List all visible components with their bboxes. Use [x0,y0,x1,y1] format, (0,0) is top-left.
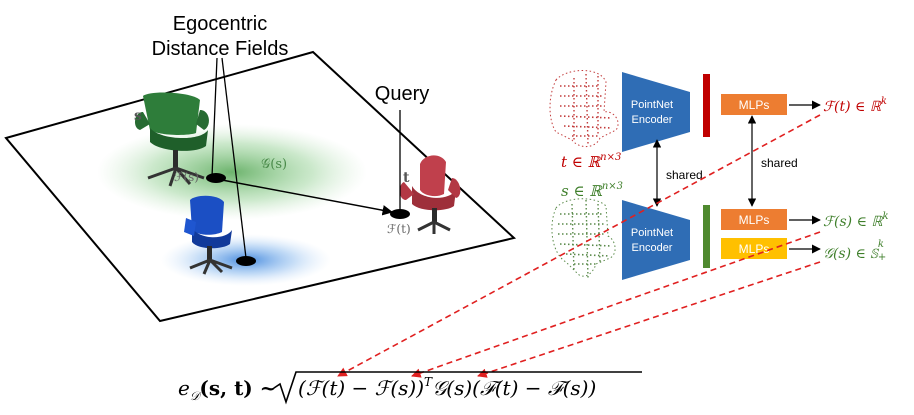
sqrt-sign [273,371,642,405]
out-Fs-label: ℱ(s) ∈ ℝk [823,211,889,230]
title-line-2: Distance Fields [152,38,289,60]
mlp-box-top [721,94,787,115]
blue-dot [236,256,256,266]
encoder-top-line-1: PointNet [631,99,673,111]
dashed-connectors [337,114,821,378]
red-point-cloud-icon [549,70,619,147]
mlp-bot-label: MLPs [739,242,770,256]
label-t: t [403,170,410,186]
green-chair-icon [134,92,209,187]
scene-panel: Egocentric Distance Fields Query s t ℱ(s… [4,13,517,323]
dashed-line-Ft [337,114,821,377]
out-Gs-label: 𝒢(s) ∈ 𝕊k+ [823,239,886,263]
red-chair-icon [399,155,461,234]
label-Fs: ℱ(s) [174,170,199,184]
pointer-line-2 [221,57,247,259]
dashed-line-Fs [411,231,821,378]
label-Gs: 𝒢(s) [261,157,287,172]
mlp-top-label: MLPs [739,98,770,112]
relation-arrow [221,179,394,216]
blue-chair-icon [184,195,233,275]
encoder-bottom-line-2: Encoder [632,242,673,254]
mlp-mid-label: MLPs [739,213,770,227]
source-dot [206,173,226,183]
query-dot [390,209,410,219]
query-title: Query [375,83,429,105]
encoder-top-line-2: Encoder [632,114,673,126]
t-set-label: t ∈ ℝn×3 [561,152,621,171]
dashed-line-Gs [477,261,821,378]
formula-lhs: e𝒟(s, t) ~ [178,376,277,403]
shared-label-right: shared [761,156,798,170]
shared-label-left: shared [666,168,703,182]
formula-radicand: (ℱ(t) − ℱ(s))T𝒢(s)(ℱ(t) − ℱ(s)) [298,375,596,400]
pointer-line-1 [211,57,218,178]
pointnet-encoder-bottom [622,200,690,280]
label-Ft: ℱ(t) [387,222,411,236]
s-set-label: s ∈ ℝn×3 [561,181,623,200]
pipeline-panel: t ∈ ℝn×3 s ∈ ℝn×3 PointNet Encoder Point… [549,70,889,280]
out-Ft-label: ℱ(t) ∈ ℝk [823,96,887,115]
pointnet-encoder-top [622,72,690,152]
feature-bar-top [703,74,710,137]
formula: e𝒟(s, t) ~ (ℱ(t) − ℱ(s))T𝒢(s)(ℱ(t) − ℱ(s… [178,371,642,405]
feature-bar-bottom [703,205,710,268]
mlp-box-bot [721,238,787,259]
encoder-bottom-line-1: PointNet [631,227,673,239]
title-line-1: Egocentric [173,13,268,35]
mlp-box-mid [721,209,787,230]
label-s: s [134,108,142,124]
green-point-cloud-icon [551,198,616,279]
